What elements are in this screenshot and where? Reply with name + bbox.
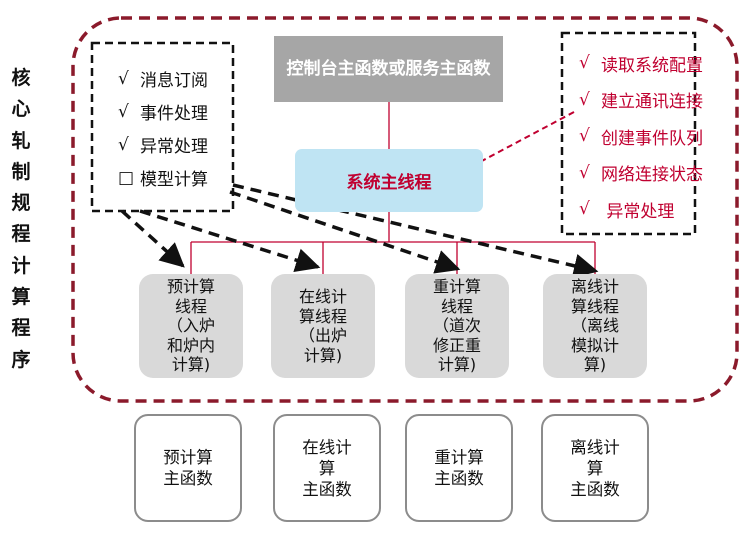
thread-region-boundary [71, 16, 739, 403]
side-label-char: 制 [11, 160, 31, 183]
thread-box-line: （离线 [570, 316, 619, 336]
thread-box-line: （出炉 [298, 326, 347, 345]
thread-box-line: 和炉内 [166, 335, 215, 355]
left-task-item-text: 模型计算 [140, 170, 208, 190]
check-mark-icon: √ [579, 199, 590, 220]
arrow-left-box-to-thread-4 [232, 183, 599, 278]
thread-box-line: 算线程 [570, 296, 619, 316]
check-mark-icon: √ [579, 126, 590, 147]
thread-box-line: 重计算 [432, 277, 481, 297]
thread-box-line: 计算) [303, 345, 343, 365]
side-label: 核心轧制规程计算程序 [4, 63, 38, 376]
right-task-item-text: 读取系统配置 [601, 55, 703, 76]
left-task-item: √ 异常处理 [118, 128, 208, 161]
arrow-left-box-to-thread-3 [229, 190, 461, 274]
side-label-char: 程 [11, 223, 31, 246]
right-task-list: √ 读取系统配置 √ 建立通讯连接 √ 创建事件队列 √ 网络连接状态 √ 异常处理 [579, 45, 703, 228]
right-task-box [560, 31, 697, 236]
left-task-item-text: 事件处理 [140, 104, 208, 124]
main-function-line: 主函数 [302, 479, 352, 499]
thread-box-3: 重计算线程（道次修正重计算) [405, 274, 509, 378]
left-task-list: √消息订阅√事件处理√异常处理□模型计算 [118, 62, 208, 194]
left-task-item: √ 消息订阅 [118, 62, 208, 95]
side-label-char: 核 [11, 67, 31, 89]
left-task-item-text: 消息订阅 [140, 71, 208, 91]
right-task-item-text: 建立通讯连接 [601, 92, 703, 113]
arrow-left-box-to-thread-2 [139, 209, 321, 273]
check-mark-icon: √ [579, 162, 590, 183]
arrow-left-box-to-thread-1 [120, 209, 185, 268]
main-function-line: 主函数 [163, 469, 213, 488]
main-function-box-3: 重计算主函数 [405, 414, 513, 522]
side-label-char: 计 [11, 254, 31, 277]
main-function-line: 离线计 [570, 437, 620, 457]
main-function-line: 主函数 [570, 479, 620, 499]
side-label-char: 规 [11, 192, 31, 215]
thread-box-line: 线程 [174, 296, 207, 316]
thread-box-line: 算) [583, 355, 607, 375]
thread-box-1: 预计算线程（入炉和炉内计算) [139, 274, 243, 378]
main-function-box-2: 在线计算主函数 [273, 414, 381, 522]
right-task-item: √ 读取系统配置 [579, 45, 703, 82]
right-task-item: √ 网络连接状态 [579, 155, 703, 192]
left-task-item: √ 事件处理 [118, 95, 208, 128]
top-function-label: 控制台主函数或服务主函数 [286, 59, 491, 79]
thread-box-line: 计算) [437, 355, 477, 375]
thread-box-line: 修正重 [432, 335, 481, 355]
right-task-item-text: 异常处理 [601, 201, 675, 222]
side-label-char: 程 [11, 317, 31, 340]
main-thread-label: 系统主线程 [346, 173, 432, 193]
thread-box-line: 算线程 [298, 306, 347, 326]
main-function-line: 预计算 [163, 448, 213, 467]
thread-box-line: （道次 [432, 316, 481, 336]
right-task-item-text: 网络连接状态 [601, 165, 703, 186]
check-mark-icon: √ [118, 68, 129, 89]
checkbox-icon: □ [118, 167, 135, 188]
check-mark-icon: √ [579, 53, 590, 74]
right-task-item: √ 异常处理 [579, 191, 703, 228]
thread-box-line: 预计算 [166, 277, 215, 297]
thread-box-line: 计算) [171, 355, 211, 375]
thread-box-line: 在线计 [298, 287, 347, 306]
side-label-char: 序 [11, 348, 31, 371]
right-task-item-text: 创建事件队列 [601, 128, 703, 149]
thread-box-line: 线程 [440, 296, 473, 316]
left-task-item: □模型计算 [118, 161, 208, 194]
thread-box-4: 离线计算线程（离线模拟计算) [543, 274, 647, 378]
main-function-line: 主函数 [434, 469, 484, 488]
main-function-line: 重计算 [434, 448, 484, 467]
side-label-char: 心 [11, 98, 31, 121]
thread-box-line: （入炉 [166, 316, 215, 336]
check-mark-icon: √ [579, 89, 590, 110]
side-label-char: 算 [11, 286, 31, 309]
check-mark-icon: √ [118, 101, 129, 122]
main-function-line: 算 [586, 458, 604, 478]
thread-box-line: 模拟计 [570, 335, 619, 355]
left-task-box [90, 41, 235, 213]
check-mark-icon: √ [118, 134, 129, 155]
thread-box-2: 在线计算线程（出炉计算) [271, 274, 375, 378]
main-thread-box: 系统主线程 [295, 149, 483, 212]
main-function-line: 算 [318, 458, 336, 478]
left-task-item-text: 异常处理 [140, 137, 208, 157]
side-label-char: 轧 [11, 129, 31, 152]
main-function-box-4: 离线计算主函数 [541, 414, 649, 522]
top-function-box: 控制台主函数或服务主函数 [274, 36, 503, 102]
right-task-item: √ 建立通讯连接 [579, 82, 703, 119]
right-task-item: √ 创建事件队列 [579, 118, 703, 155]
main-function-line: 在线计 [302, 437, 352, 457]
main-function-box-1: 预计算主函数 [134, 414, 242, 522]
thread-box-line: 离线计 [570, 277, 619, 297]
